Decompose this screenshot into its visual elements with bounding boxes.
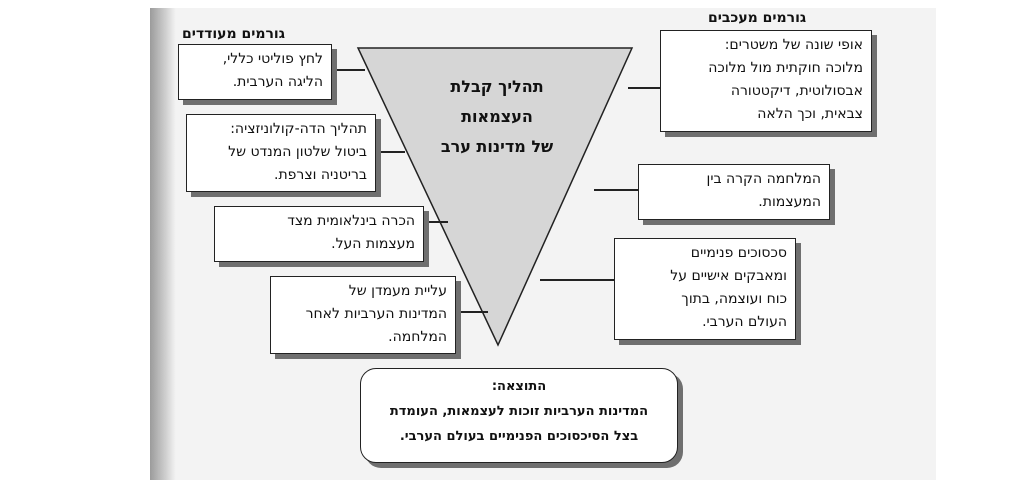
promoting-factor-1-line-1: לחץ פוליטי כללי, xyxy=(222,51,323,67)
center-title-line-3: של מדינות ערב xyxy=(440,137,554,156)
center-title: תהליך קבלת העצמאות של מדינות ערב xyxy=(412,72,582,162)
promoting-factor-4-line-1: עליית מעמדן של xyxy=(348,283,447,299)
promoting-factor-box-2: תהליך הדה-קולוניזציה: ביטול שלטון המנדט … xyxy=(186,114,376,192)
delaying-factors-heading: גורמים מעכבים xyxy=(708,10,807,26)
promoting-factors-heading: גורמים מעודדים xyxy=(182,26,285,42)
delaying-factor-3-line-2: ומאבקים אישיים על xyxy=(670,268,787,284)
delaying-factor-1-line-3: אבסולוטית, דיקטטורה xyxy=(730,83,863,99)
result-line-2: בצל הסיכסוכים הפנימיים בעולם הערבי. xyxy=(399,429,639,444)
delaying-factor-2-line-2: המעצמות. xyxy=(758,194,821,210)
result-title: התוצאה: xyxy=(491,379,547,394)
center-title-line-1: תהליך קבלת xyxy=(450,77,544,96)
promoting-factor-2-line-1: תהליך הדה-קולוניזציה: xyxy=(230,121,367,137)
promoting-factor-2-line-3: בריטניה וצרפת. xyxy=(274,167,367,183)
promoting-factor-box-4: עליית מעמדן של המדינות הערביות לאחר המלח… xyxy=(270,276,456,354)
delaying-factor-1-line-4: צבאית, וכך הלאה xyxy=(757,106,863,122)
delaying-factor-1-line-2: מלוכה חוקתית מול מלוכה xyxy=(708,60,863,76)
promoting-factor-2-line-2: ביטול שלטון המנדט של xyxy=(228,144,367,160)
center-title-line-2: העצמאות xyxy=(461,107,533,126)
delaying-factor-box-3: סכסוכים פנימיים ומאבקים אישיים על כוח וע… xyxy=(614,238,796,340)
promoting-factor-1-line-2: הליגה הערבית. xyxy=(232,74,323,90)
result-line-1: המדינות הערביות זוכות לעצמאות, העומדת xyxy=(389,404,649,419)
delaying-factor-3-line-1: סכסוכים פנימיים xyxy=(690,245,787,261)
scan-edge-shadow xyxy=(150,8,176,480)
promoting-factor-4-line-3: המלחמה. xyxy=(388,329,447,345)
delaying-factor-box-1: אופי שונה של משטרים: מלוכה חוקתית מול מל… xyxy=(660,30,872,132)
promoting-factor-box-3: הכרה בינלאומית מצד מעצמות העל. xyxy=(214,206,424,262)
delaying-factor-1-line-1: אופי שונה של משטרים: xyxy=(724,37,863,53)
delaying-factor-2-line-1: המלחמה הקרה בין xyxy=(706,171,821,187)
promoting-factor-box-1: לחץ פוליטי כללי, הליגה הערבית. xyxy=(178,44,332,100)
delaying-factor-box-2: המלחמה הקרה בין המעצמות. xyxy=(638,164,830,220)
center-triangle xyxy=(356,47,634,347)
promoting-factor-4-line-2: המדינות הערביות לאחר xyxy=(305,306,447,322)
promoting-factor-3-line-1: הכרה בינלאומית מצד xyxy=(287,213,415,229)
delaying-factor-3-line-4: העולם הערבי. xyxy=(702,314,787,330)
promoting-factor-3-line-2: מעצמות העל. xyxy=(331,236,415,252)
delaying-factor-3-line-3: כוח ועוצמה, בתוך xyxy=(681,291,787,307)
result-box: התוצאה: המדינות הערביות זוכות לעצמאות, ה… xyxy=(360,368,678,463)
